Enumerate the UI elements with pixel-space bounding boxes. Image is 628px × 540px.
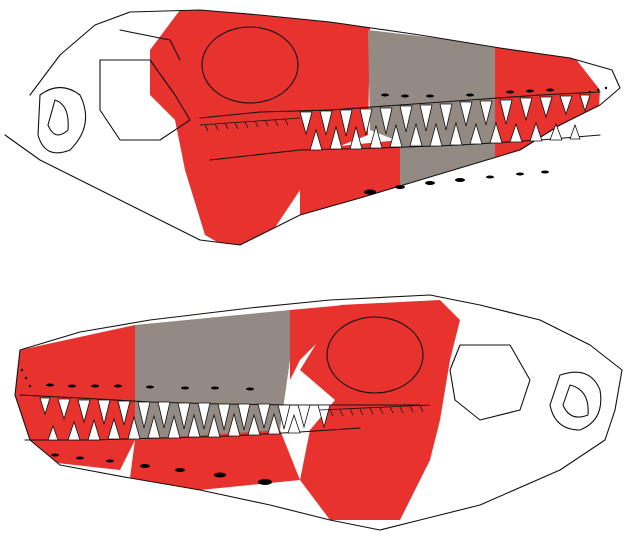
- lower-red-region-jaw: [130, 430, 300, 490]
- skull-upper-panel: [5, 10, 620, 255]
- lower-braincase: [450, 345, 601, 430]
- upper-red-region-snout: [495, 45, 600, 185]
- upper-red-region-jaw: [300, 140, 400, 215]
- skull-lower-panel: [15, 295, 622, 530]
